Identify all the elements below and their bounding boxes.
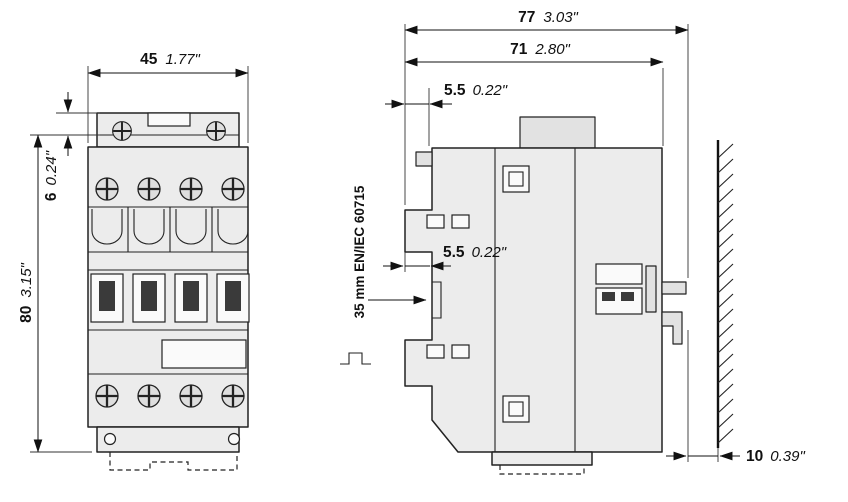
screw-icon [178, 383, 204, 409]
front-top-cap [96, 112, 240, 148]
dim-front-height-label: 803.15" [18, 262, 35, 322]
side-accessory-dashed-outline [499, 465, 585, 475]
din-rail-symbol-icon [340, 352, 371, 365]
screw-icon [136, 383, 162, 409]
side-view [404, 116, 734, 475]
side-inspection-holes [502, 165, 530, 423]
screw-icon [94, 383, 120, 409]
front-label-plate [161, 339, 247, 369]
dim-front-height: 803.15" [18, 134, 92, 453]
mounting-wall [716, 140, 734, 448]
dim-front-top-offset-label: 60.24" [43, 150, 60, 201]
clamp-opening [133, 209, 165, 245]
side-panel-lines [494, 148, 576, 452]
screw-icon [205, 120, 227, 142]
side-terminal-screw-holes [426, 214, 470, 359]
mounting-hole [103, 432, 117, 446]
side-rail-clip [595, 263, 657, 315]
side-bottom-cap [491, 451, 593, 475]
screw-icon [220, 383, 246, 409]
screw-icon [111, 120, 133, 142]
screw-icon [94, 176, 120, 202]
side-top-cap [519, 116, 596, 149]
screw-icon [136, 176, 162, 202]
side-rail-groove [432, 281, 442, 319]
clamp-opening [175, 209, 207, 245]
din-rail-callout: 35 mm EN/IEC 60715 [340, 185, 427, 365]
front-terminal-clamps [88, 206, 249, 253]
screw-icon [220, 176, 246, 202]
clamp-opening [91, 209, 123, 245]
clamp-opening [217, 209, 249, 245]
screw-icon [178, 176, 204, 202]
front-contact-windows [88, 269, 250, 331]
front-top-notch [147, 112, 191, 127]
din-rail-standard-label: 35 mm EN/IEC 60715 [352, 185, 367, 318]
front-accessory-dashed-outline [109, 452, 238, 471]
side-mount-pins [661, 281, 687, 345]
side-top-clip [415, 151, 433, 167]
front-view [87, 112, 250, 471]
mounting-hole [227, 432, 241, 446]
front-bottom-cap [96, 426, 241, 453]
